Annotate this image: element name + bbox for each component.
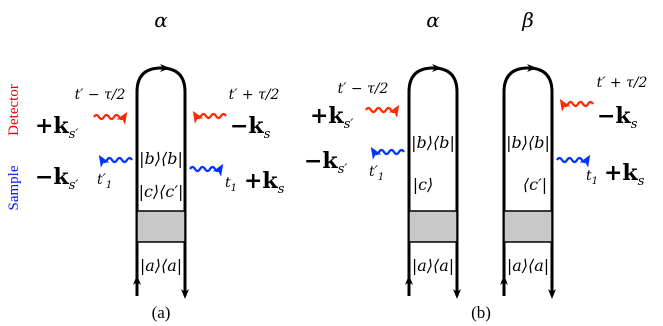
panel-a-bra-ket-b: |b⟩⟨b| bbox=[139, 149, 183, 168]
panel-b-alpha-a: |a⟩⟨a| bbox=[412, 256, 454, 275]
panel-a-gray-box bbox=[136, 210, 186, 243]
panel-b-right-upper-sub: s bbox=[631, 117, 638, 132]
panel-a-right-lower-sub: s bbox=[278, 182, 285, 197]
panel-b-left-lower-k-group: −ks′ bbox=[304, 148, 347, 177]
panel-b-right-lower-time-group: t1 bbox=[586, 168, 598, 187]
panel-b-right-upper-k-group: −ks bbox=[597, 103, 638, 132]
panel-a-left-lower-sub: s′ bbox=[69, 178, 79, 193]
panel-b-caption: (b) bbox=[471, 303, 491, 322]
panel-a-right-upper-k: −k bbox=[230, 113, 264, 139]
panel-b-alpha-gray-box bbox=[408, 210, 458, 243]
panel-a-right-upper-k-group: −ks bbox=[230, 113, 271, 142]
panel-a-caption: (a) bbox=[152, 303, 171, 322]
panel-a-left-upper-k: +k bbox=[35, 113, 69, 139]
panel-a-left-lower-k-group: −ks′ bbox=[35, 164, 78, 193]
panel-a-bra-ket-c: |c⟩⟨c′| bbox=[139, 182, 184, 201]
sample-side-label: Sample bbox=[6, 165, 22, 210]
panel-b-alpha-c: |c⟩ bbox=[413, 175, 434, 194]
panel-a-left-upper-time: t′ − τ/2 bbox=[75, 87, 126, 103]
panel-b-right-lower-time-sub: 1 bbox=[592, 176, 598, 187]
panel-a-left-lower-time-group: t′1 bbox=[97, 172, 112, 191]
panel-b-left-lower-wave bbox=[370, 146, 405, 160]
panel-b: α β |b⟩⟨b| |c⟩ |a⟩⟨a| |b⟩⟨b| ⟨c′| |a⟩⟨a|… bbox=[304, 8, 647, 322]
panel-a-left-lower-wave bbox=[98, 154, 133, 168]
panel-b-left-upper-sub: s′ bbox=[344, 117, 354, 132]
panel-a: α |b⟩⟨b| |c⟩⟨c′| |a⟩⟨a| t′ − τ/2 +ks′ −k… bbox=[35, 8, 285, 322]
panel-b-left-lower-time: t′ bbox=[369, 164, 379, 180]
panel-b-alpha-label: α bbox=[426, 8, 440, 32]
panel-b-left-lower-sub: s′ bbox=[338, 162, 348, 177]
panel-b-beta-a: |a⟩⟨a| bbox=[507, 256, 549, 275]
panel-b-beta-label: β bbox=[521, 8, 534, 32]
panel-a-right-upper-time: t′ + τ/2 bbox=[229, 87, 280, 103]
panel-a-bra-ket-a: |a⟩⟨a| bbox=[140, 256, 182, 275]
panel-b-left-lower-time-sub: 1 bbox=[378, 172, 384, 183]
panel-b-right-upper-wave bbox=[559, 98, 594, 112]
panel-b-left-upper-wave bbox=[365, 104, 400, 118]
panel-b-beta-gray-box bbox=[503, 210, 553, 243]
panel-a-alpha-label: α bbox=[154, 8, 168, 32]
panel-b-left-lower-k: −k bbox=[304, 148, 338, 174]
panel-a-right-lower-k: +k bbox=[244, 168, 278, 194]
panel-b-left-upper-k-group: +ks′ bbox=[310, 103, 353, 132]
panel-b-right-lower-wave bbox=[556, 154, 591, 168]
panel-b-left-upper-time: t′ − τ/2 bbox=[338, 81, 389, 97]
panel-a-right-upper-sub: s bbox=[264, 127, 271, 142]
panel-a-right-lower-time-sub: 1 bbox=[231, 183, 237, 194]
panel-b-alpha-b: |b⟩⟨b| bbox=[411, 133, 455, 152]
panel-b-left-upper-k: +k bbox=[310, 103, 344, 129]
panel-b-right-upper-k: −k bbox=[597, 103, 631, 129]
panel-a-right-lower-time: t bbox=[225, 175, 231, 191]
panel-b-right-lower-k-group: +ks bbox=[604, 160, 645, 189]
panel-b-beta-c: ⟨c′| bbox=[523, 175, 547, 194]
panel-a-left-upper-sub: s′ bbox=[69, 127, 79, 142]
panel-b-right-lower-k: +k bbox=[604, 160, 638, 186]
panel-a-left-upper-k-group: +ks′ bbox=[35, 113, 78, 142]
panel-a-left-lower-k: −k bbox=[35, 164, 69, 190]
panel-a-right-lower-time-group: t1 bbox=[225, 175, 237, 194]
panel-a-left-lower-time-sub: 1 bbox=[106, 180, 112, 191]
panel-b-left-lower-time-group: t′1 bbox=[369, 164, 384, 183]
panel-a-right-lower-k-group: +ks bbox=[244, 168, 285, 197]
panel-a-right-lower-wave bbox=[189, 163, 224, 177]
panel-b-beta-b: |b⟩⟨b| bbox=[506, 133, 550, 152]
panel-b-right-lower-time: t bbox=[586, 168, 592, 184]
detector-side-label: Detector bbox=[6, 84, 22, 136]
panel-b-right-lower-sub: s bbox=[638, 174, 645, 189]
panel-a-left-lower-time: t′ bbox=[97, 172, 107, 188]
panel-a-right-upper-wave bbox=[192, 110, 227, 124]
panel-a-left-upper-wave bbox=[93, 111, 128, 125]
panel-b-right-upper-time: t′ + τ/2 bbox=[597, 75, 648, 91]
